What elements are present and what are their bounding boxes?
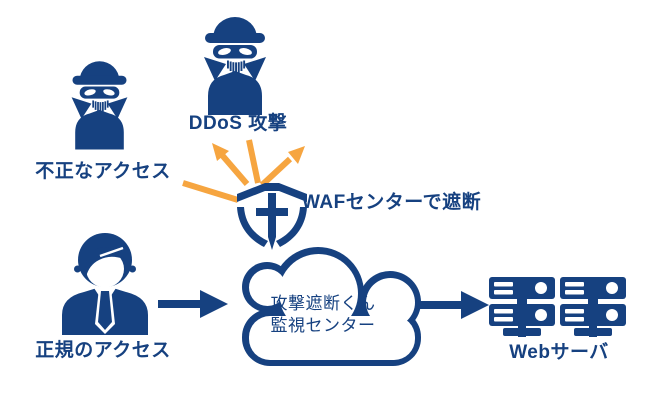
shield-cross-icon [237,183,307,250]
deflect-ray-upright-icon [259,156,293,188]
business-user-icon [62,233,148,335]
legitimate-access-label: 正規のアクセス [35,340,171,361]
flow-arrow-cloud-to-server-icon [419,289,489,321]
waf-block-label: WAFセンターで遮断 [302,192,482,213]
cloud-line1: 攻撃遮断くん [270,294,376,313]
cloud-line2: 監視センター [270,315,376,335]
web-server-label: Webサーバ [509,342,609,363]
deflect-arrowhead-upleft-icon [212,143,229,161]
deflect-arrowhead-upright-icon [288,146,305,164]
masked-attacker-icon [200,10,270,115]
deflect-ray-middle-icon [246,139,261,184]
flow-arrow-user-to-cloud-icon [158,288,228,320]
deflect-ray-left-icon [182,180,239,203]
deflect-ray-upleft-icon [219,153,250,186]
ddos-attack-label: DDoS 攻撃 [188,113,288,134]
unauthorized-access-label: 不正なアクセス [35,161,171,182]
masked-attacker-icon [68,55,131,150]
server-rack-icon [489,277,626,337]
deflect-arrows-icon [182,139,305,203]
cloud-center-label: 攻撃遮断くん監視センター [242,293,404,336]
cloud-icon: 攻撃遮断くん監視センター [242,247,421,366]
